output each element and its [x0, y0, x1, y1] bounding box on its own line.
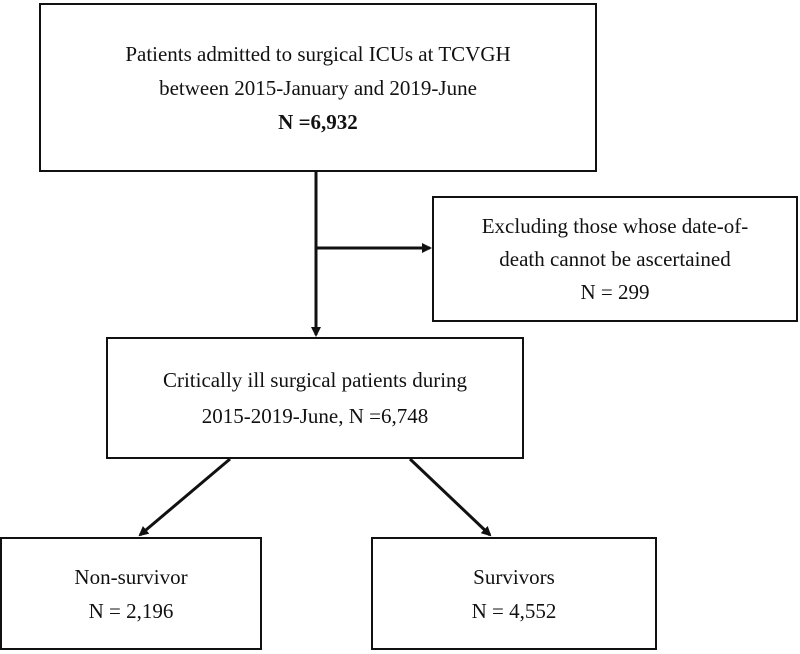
survivor-label: Survivors: [473, 564, 555, 589]
exclusion-count: N = 299: [580, 279, 650, 304]
admitted-patients-box: Patients admitted to surgical ICUs at TC…: [39, 3, 597, 172]
non-survivor-count: N = 2,196: [88, 598, 174, 623]
critically-ill-line2: 2015-2019-June, N =6,748: [201, 404, 429, 428]
exclusion-line2: death cannot be ascertained: [499, 246, 731, 271]
admitted-patients-line1: Patients admitted to surgical ICUs at TC…: [125, 41, 511, 66]
middle-to-non-survivor-arrow: [138, 457, 231, 537]
admitted-patients-line2: between 2015-January and 2019-June: [159, 75, 477, 100]
non-survivor-label: Non-survivor: [74, 564, 188, 589]
survivor-count: N = 4,552: [471, 598, 557, 623]
non-survivor-box: Non-survivor N = 2,196: [0, 537, 262, 650]
exclusion-box: Excluding those whose date-of- death can…: [432, 196, 798, 322]
middle-to-survivor-arrow: [408, 457, 492, 537]
critically-ill-line1: Critically ill surgical patients during: [162, 368, 468, 392]
exclusion-line1: Excluding those whose date-of-: [481, 213, 749, 238]
critically-ill-patients-box: Critically ill surgical patients during …: [106, 337, 524, 459]
admitted-patients-count: N =6,932: [278, 109, 358, 134]
survivor-box: Survivors N = 4,552: [371, 537, 657, 650]
